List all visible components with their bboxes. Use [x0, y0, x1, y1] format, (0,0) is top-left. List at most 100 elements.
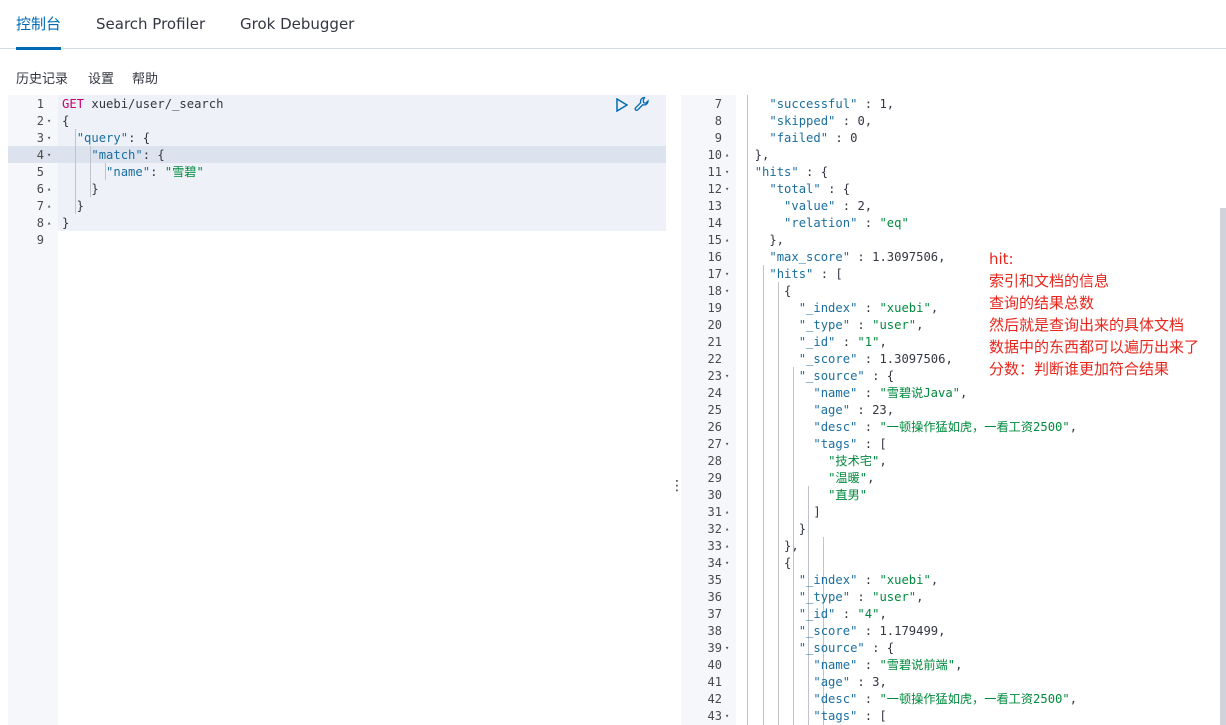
fold-caret-up-icon[interactable]: ▴	[725, 542, 730, 550]
code-line: "_type" : "user",	[798, 590, 924, 604]
code-line: "温暖",	[828, 471, 875, 485]
fold-caret-down-icon[interactable]: ▾	[725, 287, 730, 295]
tab-grok-debugger[interactable]: Grok Debugger	[240, 15, 355, 33]
code-line: {	[62, 114, 70, 128]
line-number: 41	[707, 675, 722, 689]
line-number: 9	[36, 233, 44, 247]
annotation-line: 分数：判断谁更加符合结果	[989, 360, 1170, 378]
fold-caret-up-icon[interactable]: ▴	[725, 236, 730, 244]
line-number: 6▴	[36, 182, 52, 196]
fold-caret-down-icon[interactable]: ▾	[47, 117, 52, 125]
line-number: 14	[707, 216, 722, 230]
request-gutter	[8, 95, 58, 725]
help-link[interactable]: 帮助	[132, 72, 159, 87]
line-number: 39▾	[707, 641, 730, 655]
code-line: "tags" : [	[813, 709, 887, 723]
code-line: "_id" : "1",	[798, 335, 887, 349]
code-line: "hits" : [	[769, 267, 843, 281]
line-number: 23▾	[707, 369, 730, 383]
code-line: "_index" : "xuebi",	[798, 301, 939, 315]
code-line: }	[62, 216, 70, 230]
line-number: 21	[707, 335, 722, 349]
code-line: },	[740, 148, 770, 162]
fold-caret-up-icon[interactable]: ▴	[47, 202, 52, 210]
code-line: "desc" : "一顿操作猛如虎，一看工资2500",	[813, 420, 1078, 434]
line-number: 26	[707, 420, 722, 434]
fold-caret-down-icon[interactable]: ▾	[725, 644, 730, 652]
line-number: 33▴	[707, 539, 730, 553]
code-line: "relation" : "eq"	[784, 216, 909, 230]
console-toolbar: 历史记录 设置 帮助	[0, 50, 1226, 95]
annotation-line: 查询的结果总数	[989, 294, 1095, 312]
code-line: {	[740, 284, 792, 298]
fold-caret-up-icon[interactable]: ▴	[47, 185, 52, 193]
code-line: },	[740, 539, 799, 553]
indent-guide	[75, 129, 76, 214]
response-viewer[interactable]: 7 "successful" : 1,8 "skipped" : 0,9 "fa…	[681, 95, 1226, 725]
line-number: 17▾	[707, 267, 730, 281]
fold-caret-down-icon[interactable]: ▾	[725, 270, 730, 278]
wrench-icon[interactable]	[634, 96, 650, 116]
code-line: "技术宅",	[828, 454, 887, 468]
fold-caret-up-icon[interactable]: ▴	[725, 151, 730, 159]
tab-search-profiler[interactable]: Search Profiler	[96, 15, 206, 33]
line-number: 43▾	[707, 709, 730, 723]
line-number: 20	[707, 318, 722, 332]
line-number: 7▴	[36, 199, 52, 213]
code-line: "直男"	[828, 488, 868, 502]
line-number: 22	[707, 352, 722, 366]
code-line: "failed" : 0	[769, 131, 858, 145]
fold-caret-down-icon[interactable]: ▾	[725, 168, 730, 176]
pane-resizer[interactable]: ⋮	[666, 95, 684, 725]
fold-caret-down-icon[interactable]: ▾	[47, 151, 52, 159]
indent-guide	[823, 537, 824, 725]
line-number: 1	[36, 97, 44, 111]
code-line: "hits" : {	[754, 165, 829, 179]
indent-guide	[90, 146, 91, 197]
request-block-highlight	[58, 95, 666, 231]
line-number: 9	[714, 131, 722, 145]
fold-caret-up-icon[interactable]: ▴	[47, 219, 52, 227]
line-number: 38	[707, 624, 722, 638]
fold-caret-down-icon[interactable]: ▾	[725, 559, 730, 567]
line-number: 27▾	[707, 437, 730, 451]
code-line: "_source" : {	[798, 641, 895, 655]
indent-guide	[763, 265, 764, 725]
line-number: 4▾	[36, 148, 52, 162]
fold-caret-down-icon[interactable]: ▾	[725, 185, 730, 193]
code-line: },	[740, 233, 785, 247]
line-number: 42	[707, 692, 722, 706]
code-line: "_id" : "4",	[798, 607, 887, 621]
response-scrollbar[interactable]	[1220, 208, 1226, 725]
fold-caret-down-icon[interactable]: ▾	[725, 372, 730, 380]
code-line: "age" : 23,	[813, 403, 895, 417]
line-number: 32▴	[707, 522, 730, 536]
line-number: 15▴	[707, 233, 730, 247]
fold-caret-up-icon[interactable]: ▴	[725, 508, 730, 516]
annotation-line: hit:	[989, 250, 1014, 268]
line-number: 35	[707, 573, 722, 587]
code-line: GET xuebi/user/_search	[62, 97, 224, 111]
fold-caret-down-icon[interactable]: ▾	[725, 712, 730, 720]
play-icon[interactable]	[616, 97, 629, 116]
code-line: "_type" : "user",	[798, 318, 924, 332]
fold-caret-up-icon[interactable]: ▴	[725, 525, 730, 533]
tab-console[interactable]: 控制台	[16, 0, 62, 50]
settings-link[interactable]: 设置	[88, 72, 115, 87]
history-link[interactable]: 历史记录	[16, 72, 69, 87]
fold-caret-down-icon[interactable]: ▾	[47, 134, 52, 142]
fold-caret-down-icon[interactable]: ▾	[725, 440, 730, 448]
line-number: 16	[707, 250, 722, 264]
line-number: 11▾	[707, 165, 730, 179]
tab-bar: 控制台 Search Profiler Grok Debugger	[0, 0, 1226, 50]
line-number: 34▾	[707, 556, 730, 570]
code-line: "name" : "雪碧说Java",	[813, 386, 968, 400]
code-line: }	[740, 522, 807, 536]
code-line: "_score" : 1.3097506,	[798, 352, 953, 366]
line-number: 30	[707, 488, 722, 502]
line-number: 31▴	[707, 505, 730, 519]
line-number: 2▾	[36, 114, 52, 128]
indent-guide	[105, 163, 106, 180]
code-line: "_score" : 1.179499,	[798, 624, 946, 638]
